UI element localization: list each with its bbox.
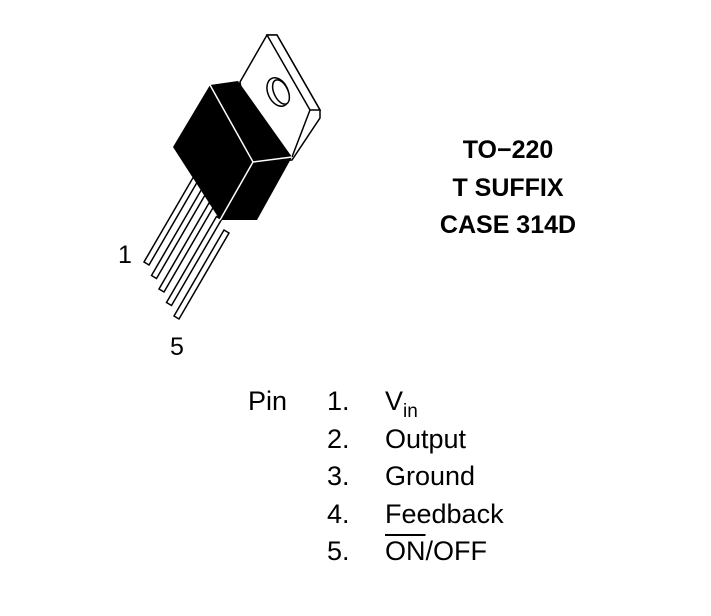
pinout-heading: Pin — [248, 386, 288, 416]
pin-function: ON/OFF — [385, 536, 487, 566]
pin-lead-5 — [172, 228, 231, 321]
package-suffix: T SUFFIX — [452, 174, 564, 202]
package-body — [173, 81, 293, 221]
pin-number: 1. — [327, 386, 350, 416]
pin-number: 4. — [327, 498, 350, 529]
pin-function-name: Ground — [385, 461, 476, 491]
pin-1-label: 1 — [118, 241, 132, 269]
package-case: CASE 314D — [439, 211, 577, 239]
pin-number: 3. — [327, 461, 350, 491]
pin-function-name: V — [385, 386, 404, 416]
subscript: in — [403, 401, 418, 422]
pins — [142, 174, 231, 321]
pin-function-name: Output — [385, 423, 467, 454]
pin-function-name: Feedback — [385, 498, 504, 529]
pin-function: Vin — [385, 386, 418, 427]
pin-function: Output — [385, 424, 466, 454]
pin-function: Feedback — [385, 499, 504, 529]
pin-number: 5. — [327, 536, 350, 566]
package-name: TO−220 — [462, 136, 554, 164]
pin-number: 2. — [327, 423, 350, 454]
overline-text: ON — [385, 536, 426, 566]
pin-5-label: 5 — [170, 333, 184, 361]
pin-function-name: /OFF — [425, 536, 488, 566]
pin-function: Ground — [385, 461, 475, 491]
